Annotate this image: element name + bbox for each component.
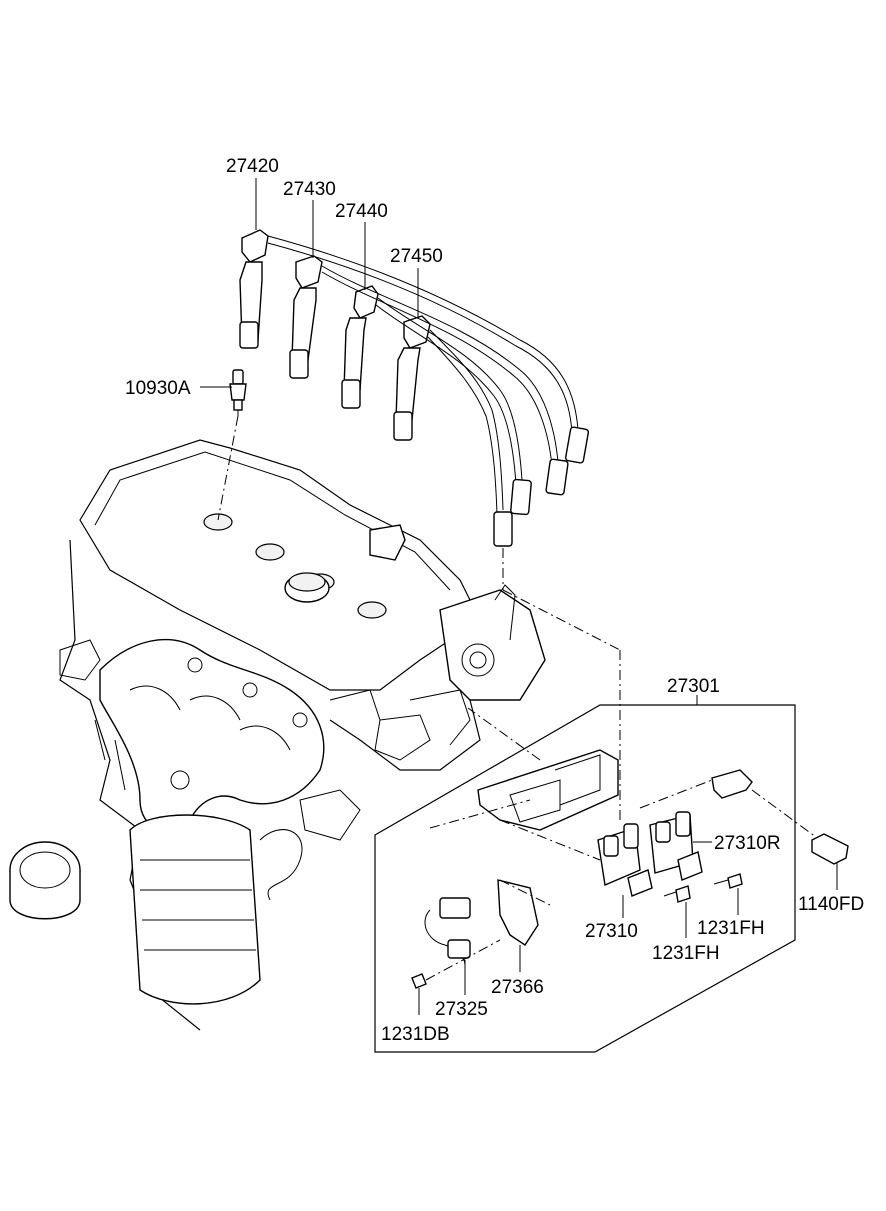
label-27310: 27310 xyxy=(585,921,638,942)
label-27440: 27440 xyxy=(335,201,388,222)
label-1231FH-lower: 1231FH xyxy=(652,943,720,964)
label-27325: 27325 xyxy=(435,999,488,1020)
label-27301: 27301 xyxy=(667,676,720,697)
part-callouts: 27420 27430 27440 27450 10930A 27301 273… xyxy=(125,156,864,1045)
label-27450: 27450 xyxy=(390,246,443,267)
label-27420: 27420 xyxy=(226,156,279,177)
label-10930A: 10930A xyxy=(125,378,191,399)
label-27310R: 27310R xyxy=(714,833,781,854)
label-27366: 27366 xyxy=(491,977,544,998)
label-1231DB: 1231DB xyxy=(381,1024,450,1045)
engine-assembly xyxy=(9,439,546,1031)
label-1231FH-upper: 1231FH xyxy=(697,918,765,939)
ignition-wires xyxy=(239,178,621,820)
label-27430: 27430 xyxy=(283,179,336,200)
label-1140FD: 1140FD xyxy=(798,894,864,915)
ignition-coil-assembly-box xyxy=(374,695,849,1053)
spark-plug xyxy=(200,369,247,521)
